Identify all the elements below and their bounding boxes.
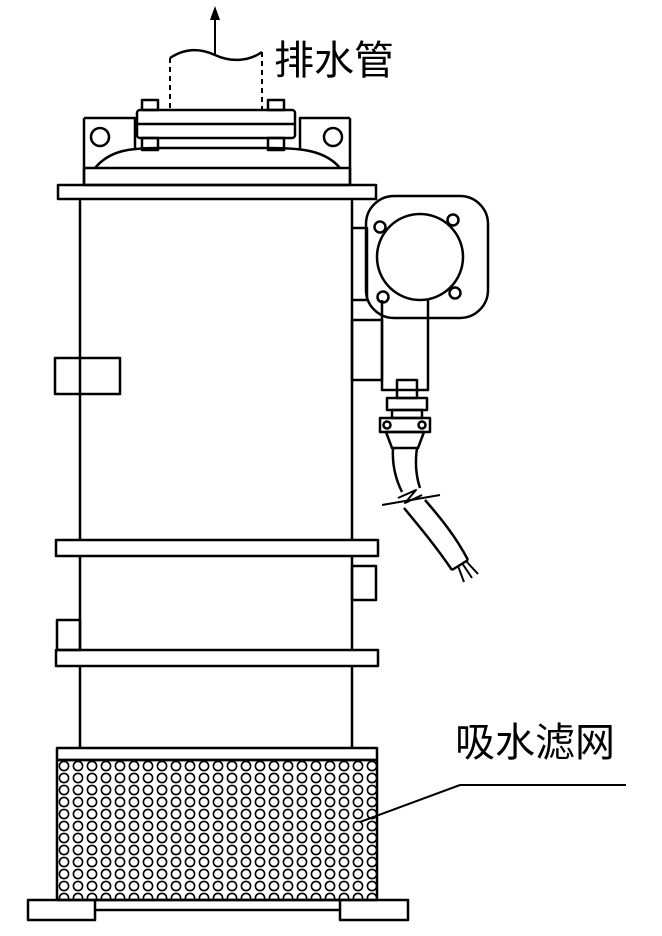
upper-ring bbox=[56, 183, 378, 201]
side-bracket-left bbox=[53, 356, 122, 396]
power-cable bbox=[381, 447, 479, 583]
suction-screen bbox=[55, 746, 379, 902]
pump-body bbox=[55, 556, 378, 652]
lower-body bbox=[78, 666, 354, 748]
suction-filter-label: 吸水滤网 bbox=[455, 720, 615, 766]
top-cap bbox=[82, 116, 352, 187]
middle-ring-1 bbox=[54, 538, 380, 558]
top-flange bbox=[135, 98, 297, 152]
discharge-pipe-label: 排水管 bbox=[274, 38, 394, 84]
base bbox=[26, 898, 410, 922]
filter-leader-line bbox=[359, 784, 626, 823]
cable-connector bbox=[378, 378, 432, 450]
middle-ring-2 bbox=[54, 648, 380, 668]
discharge-pipe bbox=[169, 48, 263, 110]
flow-arrow bbox=[210, 6, 220, 56]
junction-box bbox=[350, 194, 490, 392]
